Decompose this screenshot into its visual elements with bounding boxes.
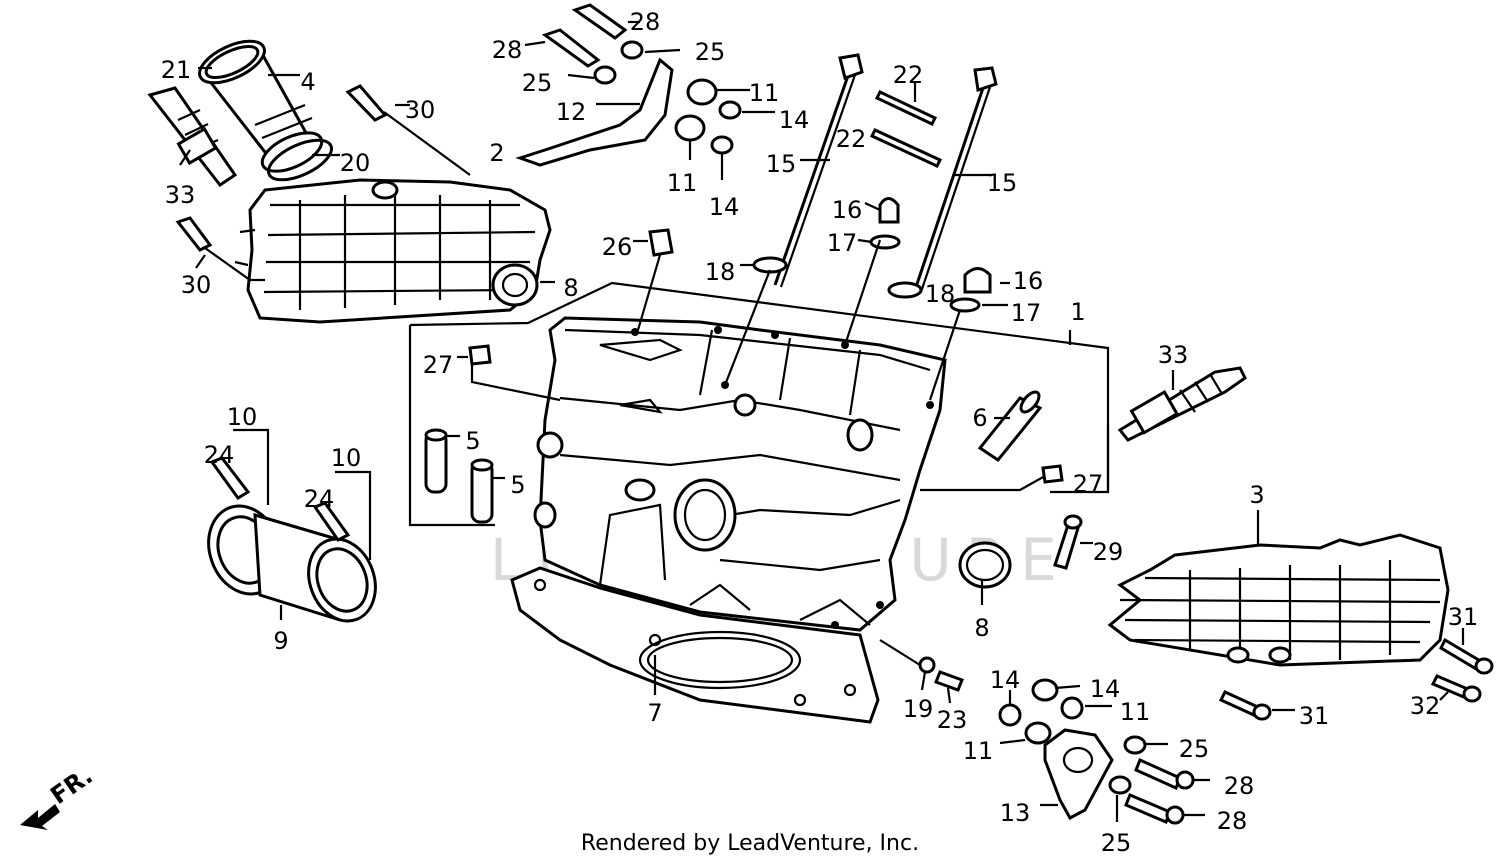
callout-c25a: 25: [695, 38, 726, 66]
callout-c31b: 31: [1299, 702, 1330, 730]
callout-c26: 26: [602, 233, 633, 261]
callout-c17b: 17: [1011, 299, 1042, 327]
callout-c14a: 14: [779, 106, 810, 134]
callout-c32: 32: [1410, 692, 1441, 720]
callout-c8a: 8: [563, 274, 578, 302]
direction-label: FR.: [45, 761, 97, 809]
callout-c15a: 15: [766, 150, 797, 178]
valve-guides-5: [424, 428, 505, 524]
callout-c10a: 10: [227, 403, 258, 431]
callout-c3: 3: [1249, 481, 1264, 509]
bolts-31-32: [1218, 628, 1494, 721]
rear-head-cover: [1107, 510, 1450, 667]
bolt-29: [1053, 514, 1093, 570]
spark-plug-rear: [1117, 366, 1247, 442]
callout-c18a: 18: [705, 258, 736, 286]
callout-c9: 9: [273, 627, 288, 655]
callout-c4: 4: [300, 68, 315, 96]
callout-c17a: 17: [827, 229, 858, 257]
bolts-30: [175, 84, 471, 282]
callout-c25c: 25: [1179, 735, 1210, 763]
callout-c22b: 22: [836, 125, 867, 153]
callout-c14b: 14: [709, 193, 740, 221]
breather-assembly: [515, 3, 775, 180]
callout-c25d: 25: [1101, 829, 1132, 857]
head-gasket: [510, 566, 880, 724]
assembly-frame: [408, 281, 1110, 527]
washer-bolt-19-23: [879, 639, 964, 704]
callout-c28d: 28: [1217, 807, 1248, 835]
callout-c27a: 27: [423, 351, 454, 379]
sealing-plug-rear: [958, 541, 1012, 605]
callout-c22a: 22: [893, 61, 924, 89]
callout-c11d: 11: [963, 737, 994, 765]
callout-c28c: 28: [1224, 772, 1255, 800]
callout-c1: 1: [1070, 298, 1085, 326]
callout-c14c: 14: [990, 666, 1021, 694]
callout-c8b: 8: [974, 614, 989, 642]
credit-text: Rendered by LeadVenture, Inc.: [581, 831, 919, 856]
callout-c16b: 16: [1013, 267, 1044, 295]
callout-c16a: 16: [832, 196, 863, 224]
callout-c10b: 10: [331, 444, 362, 472]
callout-c5b: 5: [510, 471, 525, 499]
callout-c24a: 24: [204, 441, 235, 469]
callout-c28b: 28: [492, 36, 523, 64]
callout-c19: 19: [903, 695, 934, 723]
callout-c5a: 5: [465, 427, 480, 455]
callout-c11c: 11: [1120, 698, 1151, 726]
cap-nuts-washers: [723, 197, 1010, 401]
breather-rear: [998, 678, 1210, 825]
callout-c12: 12: [556, 98, 587, 126]
callout-c21: 21: [161, 56, 192, 84]
callout-c7: 7: [647, 699, 662, 727]
callout-c27b: 27: [1073, 470, 1104, 498]
callout-c29: 29: [1093, 538, 1124, 566]
callout-c11a: 11: [749, 79, 780, 107]
intake-joint: [207, 428, 377, 623]
callout-c18b: 18: [925, 280, 956, 308]
front-direction-arrow-icon: FR.: [20, 761, 98, 830]
cylinder-head: [533, 316, 947, 632]
callout-c14d: 14: [1090, 675, 1121, 703]
callout-c30a: 30: [405, 96, 436, 124]
callout-c33a: 33: [165, 181, 196, 209]
dowel-pins: [457, 228, 1064, 492]
spark-plug-front: [147, 86, 238, 188]
callout-c20: 20: [340, 149, 371, 177]
callout-c24b: 24: [304, 485, 335, 513]
callout-c2: 2: [489, 139, 504, 167]
callout-c11b: 11: [667, 169, 698, 197]
callout-c25b: 25: [522, 69, 553, 97]
intake-pipe: [198, 39, 340, 182]
callout-c33b: 33: [1158, 341, 1189, 369]
callout-c31a: 31: [1448, 603, 1479, 631]
callout-c30b: 30: [181, 271, 212, 299]
oil-pipe-6: [977, 390, 1043, 463]
dowels-22: [869, 82, 943, 168]
callout-c6: 6: [972, 404, 987, 432]
front-head-cover: [234, 178, 552, 324]
callout-c15b: 15: [987, 169, 1018, 197]
callout-c23: 23: [937, 706, 968, 734]
studs-15: [773, 53, 998, 293]
callout-c28a: 28: [630, 8, 661, 36]
callout-c13: 13: [1000, 799, 1031, 827]
